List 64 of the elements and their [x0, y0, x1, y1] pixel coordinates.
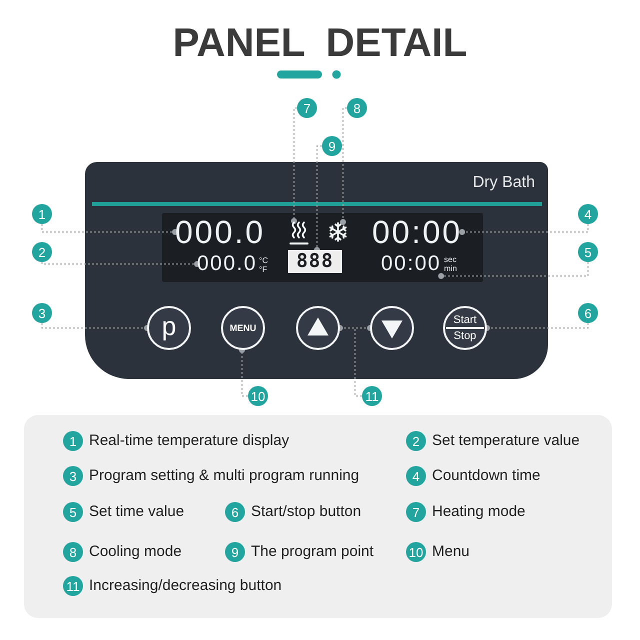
digital-readout: 00:00 [372, 216, 462, 248]
down-button [370, 306, 414, 350]
callout-number: 2 [32, 242, 52, 262]
key-text: Menu [432, 542, 470, 562]
leader-line [340, 108, 348, 225]
key-panel [24, 415, 612, 618]
callout-number: 2 [406, 431, 426, 451]
leader-line [459, 224, 588, 235]
leader-line [42, 261, 200, 267]
key-text: Countdown time [432, 466, 540, 486]
callout-number: 7 [406, 502, 426, 522]
leader-line [484, 322, 588, 331]
up-button [296, 306, 340, 350]
leader-line [42, 224, 178, 235]
panel-title: Dry Bath [472, 175, 535, 191]
leader-line [42, 322, 150, 331]
start-stop-button: Start Stop [443, 306, 487, 350]
callout-number: 3 [32, 303, 52, 323]
callout-number: 1 [32, 204, 52, 224]
digital-readout: 00:00 [381, 250, 442, 278]
callout-number: 5 [63, 502, 83, 522]
leader-line [239, 347, 248, 396]
digital-readout: 000.0 [197, 250, 258, 278]
callout-number: 8 [63, 542, 83, 562]
control-panel [85, 162, 548, 379]
key-text: The program point [251, 542, 374, 562]
key-text: Increasing/decreasing button [89, 576, 282, 596]
p-button: p [147, 306, 191, 350]
callout-number: 10 [406, 542, 426, 562]
display-screen [162, 213, 483, 282]
callout-number: 4 [406, 466, 426, 486]
key-text: Start/stop button [251, 502, 362, 522]
callout-number: 6 [225, 502, 245, 522]
unit-label: min [444, 264, 457, 273]
unit-label: sec [444, 255, 456, 264]
callout-number: 8 [347, 98, 367, 118]
callout-number: 4 [578, 204, 598, 224]
heat-waves-icon [289, 221, 309, 246]
digital-readout: 888 [288, 250, 342, 273]
menu-button: MENU [221, 306, 265, 350]
callout-number: 11 [362, 386, 382, 406]
key-text: Real-time temperature display [89, 431, 290, 451]
key-text: Set time value [89, 502, 184, 522]
key-text: Program setting & multi program running [89, 466, 360, 486]
key-text: Set temperature value [432, 431, 580, 451]
digital-readout: 000.0 [175, 216, 266, 248]
unit-label: °C [259, 256, 268, 265]
unit-label: °F [259, 265, 268, 274]
callout-number: 6 [578, 303, 598, 323]
key-text: Heating mode [432, 502, 526, 522]
callout-number: 9 [322, 136, 342, 156]
callout-number: 9 [225, 542, 245, 562]
leader-line [438, 262, 588, 279]
callout-number: 7 [297, 98, 317, 118]
callout-number: 5 [578, 242, 598, 262]
callout-number: 11 [63, 576, 83, 596]
snowflake-icon [328, 222, 348, 242]
leader-line [314, 146, 322, 253]
title: PANEL DETAIL [172, 23, 468, 63]
callout-number: 3 [63, 466, 83, 486]
callout-number: 10 [248, 386, 268, 406]
callout-number: 1 [63, 431, 83, 451]
leader-line [291, 108, 298, 224]
key-text: Cooling mode [89, 542, 182, 562]
